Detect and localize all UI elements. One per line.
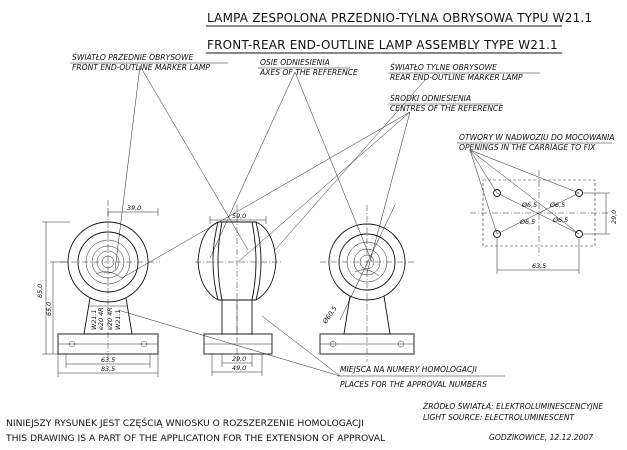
marking-e20-left: e20 4R	[97, 307, 105, 330]
marking-w211-center: W21.1	[114, 309, 122, 330]
dim-hole-2: Ø6,5	[549, 201, 565, 209]
statement-polish: NINIEJSZY RYSUNEK JEST CZĘŚCIĄ WNIOSKU O…	[6, 417, 364, 429]
dim-83-5: 83,5	[101, 365, 115, 373]
title-polish: LAMPA ZESPOLONA PRZEDNIO-TYLNA OBRYSOWA …	[207, 11, 592, 25]
dim-hole-1: Ø6,5	[521, 201, 537, 209]
view-mounting-holes: Ø6,5 Ø6,5 Ø6,5 Ø6,5 29,0 63,5	[470, 170, 618, 274]
label-places-pl: MIEJSCA NA NUMERY HOMOLOGACJI	[340, 365, 478, 374]
marking-w211-left: W21.1	[90, 309, 98, 330]
dim-63-5-left: 63,5	[101, 356, 115, 364]
label-centres-en: CENTRES OF THE REFERENCE	[390, 104, 503, 113]
view-side: 59,0 29,0 49,0	[195, 205, 282, 376]
label-light-source-pl: ŹRÓDŁO ŚWIATŁA: ELEKTROLUMINESCENCYJNE	[422, 402, 603, 411]
label-rear-lamp-pl: ŚWIATŁO TYLNE OBRYSOWE	[390, 63, 497, 72]
label-centres-pl: ŚRODKI ODNIESIENIA	[390, 94, 471, 103]
leader-lines	[114, 65, 580, 377]
label-front-lamp-pl: ŚWIATŁO PRZEDNIE OBRYSOWE	[72, 53, 194, 62]
label-front-lamp-en: FRONT END-OUTLINE MARKER LAMP	[72, 63, 210, 72]
label-openings-pl: OTWORY W NADWOZIU DO MOCOWANIA	[459, 133, 614, 142]
view-front: W21.1 e20 4R e20 4R W21.1 39,0 85,0 65,0…	[36, 200, 160, 377]
dim-63-5-right: 63,5	[532, 262, 546, 270]
dim-39: 39,0	[127, 204, 141, 212]
dim-29-right: 29,0	[610, 210, 618, 224]
dim-85: 85,0	[36, 284, 44, 298]
dim-hole-4: Ø6,5	[552, 216, 568, 224]
dim-49: 49,0	[232, 364, 246, 372]
label-place-date: GODZIKOWICE, 12.12.2007	[489, 433, 593, 442]
label-places-en: PLACES FOR THE APPROVAL NUMBERS	[340, 380, 487, 389]
marking-e20-center: e20 4R	[106, 307, 114, 330]
statement-english: THIS DRAWING IS A PART OF THE APPLICATIO…	[5, 433, 386, 444]
label-light-source-en: LIGHT SOURCE: ELECTROLUMINESCENT	[423, 413, 576, 422]
dim-hole-3: Ø6,5	[519, 218, 535, 226]
label-openings-en: OPENINGS IN THE CARRIAGE TO FIX	[459, 143, 596, 152]
dim-65: 65,0	[45, 302, 53, 316]
dim-29: 29,0	[232, 355, 246, 363]
label-rear-lamp-en: REAR END-OUTLINE MARKER LAMP	[390, 73, 523, 82]
label-axes-pl: OSIE ODNIESIENIA	[260, 58, 330, 67]
dim-59: 59,0	[232, 212, 246, 220]
title-english: FRONT-REAR END-OUTLINE LAMP ASSEMBLY TYP…	[207, 38, 558, 52]
label-axes-en: AXES OF THE REFERENCE	[259, 68, 358, 77]
